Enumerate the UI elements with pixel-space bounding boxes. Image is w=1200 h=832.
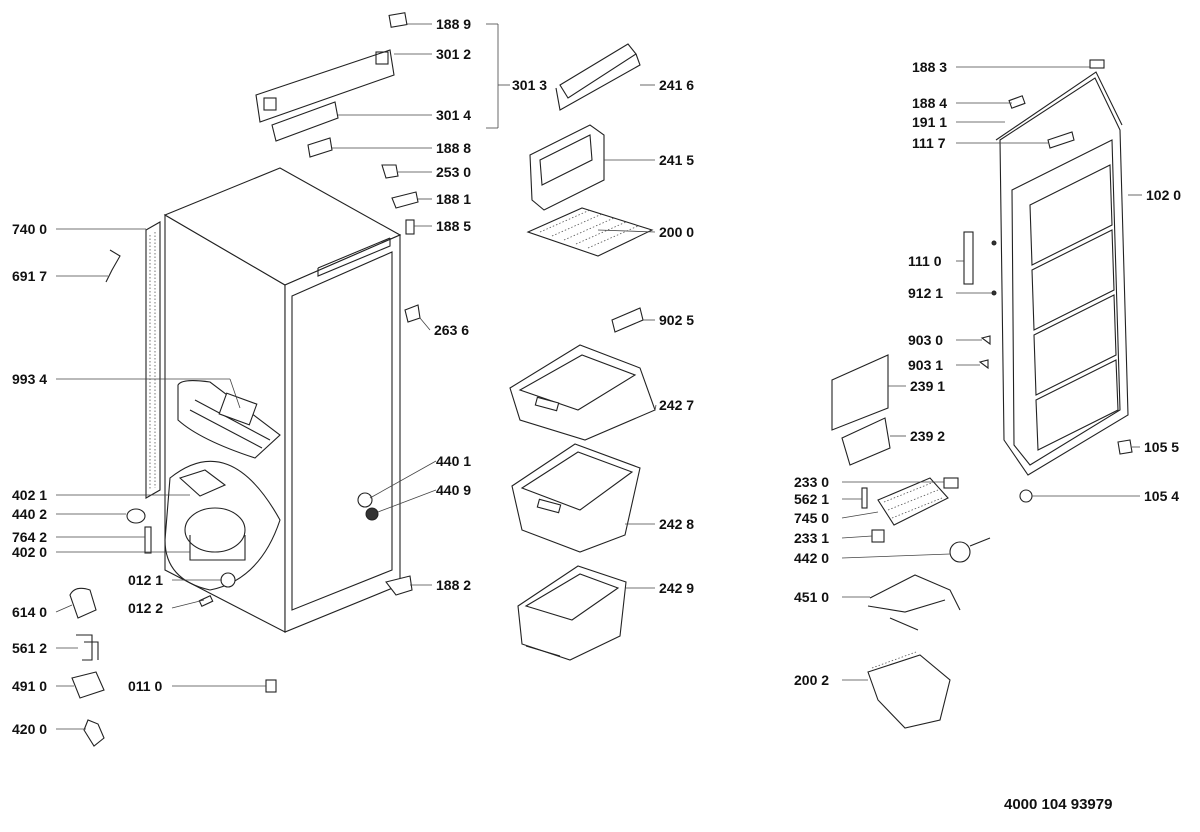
callout-233-1: 233 1 [794, 530, 829, 546]
callout-614-0: 614 0 [12, 604, 47, 620]
callout-188-1: 188 1 [436, 191, 471, 207]
callout-402-0: 402 0 [12, 544, 47, 560]
callout-740-0: 740 0 [12, 221, 47, 237]
callout-242-9: 242 9 [659, 580, 694, 596]
callout-451-0: 451 0 [794, 589, 829, 605]
callout-233-0: 233 0 [794, 474, 829, 490]
callout-105-4: 105 4 [1144, 488, 1179, 504]
evaporator-and-heater-parts [861, 477, 991, 729]
callout-200-2: 200 2 [794, 672, 829, 688]
drawer-242-9 [517, 565, 627, 661]
wire-grid-200-0 [526, 207, 654, 257]
callout-012-2: 012 2 [128, 600, 163, 616]
callout-442-0: 442 0 [794, 550, 829, 566]
callout-188-3: 188 3 [912, 59, 947, 75]
back-liner-strip [145, 221, 161, 499]
callout-440-1: 440 1 [436, 453, 471, 469]
callout-562-1: 562 1 [794, 491, 829, 507]
callout-561-2: 561 2 [12, 640, 47, 656]
callout-912-1: 912 1 [908, 285, 943, 301]
callout-420-0: 420 0 [12, 721, 47, 737]
callout-301-2: 301 2 [436, 46, 471, 62]
callout-188-2: 188 2 [436, 577, 471, 593]
callout-440-2: 440 2 [12, 506, 47, 522]
callout-253-0: 253 0 [436, 164, 471, 180]
callout-263-6: 263 6 [434, 322, 469, 338]
callout-301-4: 301 4 [436, 107, 471, 123]
freezer-flap-241-5 [529, 124, 605, 211]
callout-188-9: 188 9 [436, 16, 471, 32]
callout-188-8: 188 8 [436, 140, 471, 156]
callout-111-7: 111 7 [912, 135, 946, 151]
evaporator-plate [177, 379, 281, 459]
hinge-and-plates [831, 231, 997, 466]
callout-239-1: 239 1 [910, 378, 945, 394]
callout-764-2: 764 2 [12, 529, 47, 545]
compressor-assembly [164, 460, 281, 607]
drawer-242-8 [511, 443, 641, 553]
callout-241-5: 241 5 [659, 152, 694, 168]
callout-402-1: 402 1 [12, 487, 47, 503]
drawer-242-7 [509, 344, 656, 441]
callout-111-0: 111 0 [908, 253, 942, 269]
callout-301-3: 301 3 [512, 77, 547, 93]
callout-labels: 188 9 301 2 301 3 301 4 188 8 253 0 188 … [12, 16, 1181, 737]
callout-200-0: 200 0 [659, 224, 694, 240]
callout-745-0: 745 0 [794, 510, 829, 526]
shelf-trim-902-5 [611, 307, 644, 333]
top-panel-parts [255, 12, 421, 596]
callout-011-0: 011 0 [128, 678, 162, 694]
callout-242-7: 242 7 [659, 397, 694, 413]
callout-902-5: 902 5 [659, 312, 694, 328]
callout-188-5: 188 5 [436, 218, 471, 234]
left-small-parts [69, 249, 277, 747]
callout-191-1: 191 1 [912, 114, 947, 130]
callout-012-1: 012 1 [128, 572, 163, 588]
callout-993-4: 993 4 [12, 371, 47, 387]
door-shelf-241-6 [555, 43, 641, 111]
callout-440-9: 440 9 [436, 482, 471, 498]
callout-188-4: 188 4 [912, 95, 947, 111]
callout-239-2: 239 2 [910, 428, 945, 444]
callout-491-0: 491 0 [12, 678, 47, 694]
callout-903-1: 903 1 [908, 357, 943, 373]
callout-691-7: 691 7 [12, 268, 47, 284]
leader-lines [55, 23, 1142, 730]
callout-242-8: 242 8 [659, 516, 694, 532]
callout-105-5: 105 5 [1144, 439, 1179, 455]
door-assembly [995, 59, 1133, 503]
document-number: 4000 104 93979 [1004, 796, 1113, 813]
callout-241-6: 241 6 [659, 77, 694, 93]
callout-903-0: 903 0 [908, 332, 943, 348]
callout-102-0: 102 0 [1146, 187, 1181, 203]
